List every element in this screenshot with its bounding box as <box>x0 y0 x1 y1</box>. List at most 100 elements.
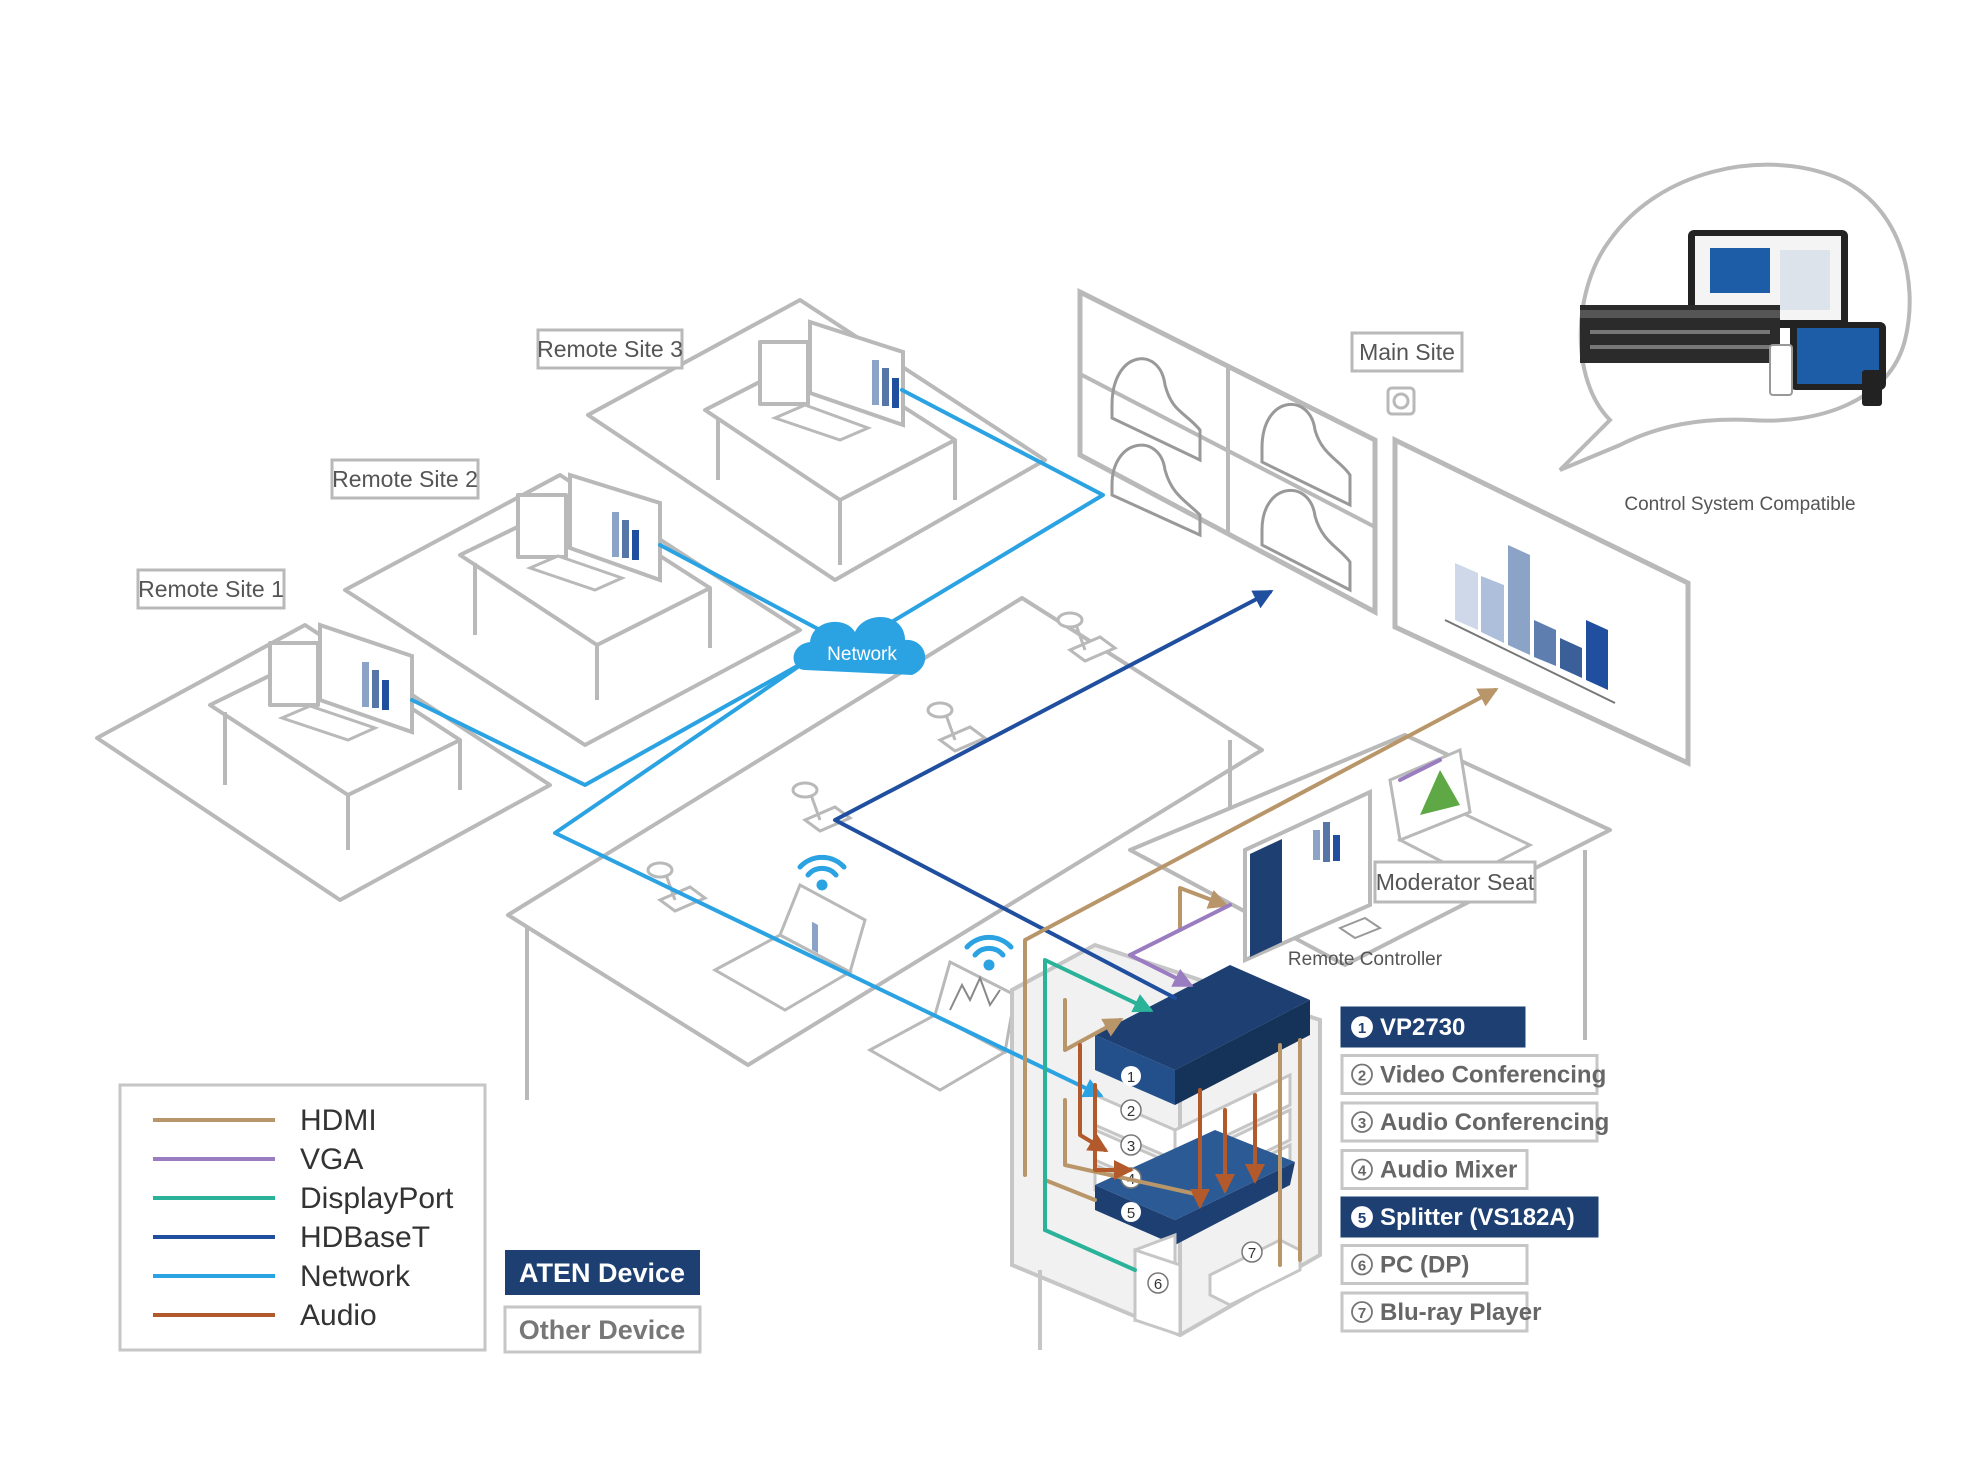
device-list-label: Video Conferencing <box>1380 1062 1606 1089</box>
site-1-screen-chart <box>362 662 389 710</box>
key-aten-device: ATEN Device <box>505 1250 700 1295</box>
equipment-rack: 1 2 3 4 5 6 7 <box>1010 942 1322 1350</box>
svg-text:Remote Site 3: Remote Site 3 <box>537 336 683 362</box>
svg-text:3: 3 <box>1127 1138 1135 1155</box>
control-touch-panel <box>1769 322 1886 406</box>
site-3-monitor <box>808 319 905 428</box>
legend-item: HDBaseT <box>153 1221 430 1254</box>
site-1-keyboard <box>277 704 380 742</box>
site-label-remote-3: Remote Site 3 <box>536 328 684 370</box>
svg-text:Moderator Seat: Moderator Seat <box>1376 869 1535 895</box>
svg-text:Other Device: Other Device <box>519 1315 686 1345</box>
site-2-screen-chart <box>612 512 639 560</box>
svg-text:1: 1 <box>1127 1069 1135 1086</box>
device-list: 1 VP2730 2 Video Conferencing 3 Audio Confere… <box>1340 1006 1609 1333</box>
svg-text:2: 2 <box>1127 1103 1135 1120</box>
wifi-icon <box>964 934 1014 971</box>
remote-controller-label: Remote Controller <box>1288 949 1443 970</box>
svg-text:ATEN Device: ATEN Device <box>519 1258 685 1288</box>
legend-label: Network <box>300 1260 411 1293</box>
svg-text:7: 7 <box>1248 1245 1256 1262</box>
hdmi-wires <box>1023 688 1499 1267</box>
site-1-pc-tower <box>268 641 320 707</box>
displayport-wires <box>1043 958 1154 1272</box>
device-list-label: Audio Mixer <box>1380 1157 1517 1184</box>
site-2-floor <box>343 473 802 747</box>
svg-text:Remote Site 2: Remote Site 2 <box>332 466 478 492</box>
projection-screen <box>1392 435 1691 767</box>
remote-site-2 <box>343 472 802 747</box>
device-list-label: Blu-ray Player <box>1380 1299 1541 1326</box>
control-hardware <box>1580 305 1780 363</box>
svg-text:Main Site: Main Site <box>1359 339 1455 365</box>
control-system-caption: Control System Compatible <box>1624 494 1855 515</box>
device-list-number: 2 <box>1358 1068 1366 1085</box>
laptop-1 <box>711 882 867 1012</box>
legend-item: DisplayPort <box>153 1182 454 1215</box>
remote-site-3 <box>586 298 1047 582</box>
legend-label: VGA <box>300 1143 363 1176</box>
hdbaset-wires <box>833 590 1274 1000</box>
projection-chart <box>1444 545 1616 704</box>
site-label-remote-1: Remote Site 1 <box>136 568 286 610</box>
device-list-item: 4 Audio Mixer <box>1340 1149 1529 1190</box>
site-3-floor <box>586 298 1047 582</box>
device-list-label: VP2730 <box>1380 1014 1465 1041</box>
legend-item: Network <box>153 1260 411 1293</box>
device-list-label: Audio Conferencing <box>1380 1109 1609 1136</box>
device-list-label: PC (DP) <box>1380 1252 1469 1279</box>
legend-label: HDMI <box>300 1104 377 1137</box>
device-list-number: 4 <box>1358 1163 1367 1180</box>
site-3-screen-chart <box>872 360 899 408</box>
device-list-item: 2 Video Conferencing <box>1340 1054 1606 1095</box>
remote-site-1 <box>95 622 552 902</box>
legend-item: HDMI <box>153 1104 377 1137</box>
wifi-icon <box>797 854 847 891</box>
device-list-item: 3 Audio Conferencing <box>1340 1101 1609 1143</box>
network-cloud: Network <box>793 617 926 675</box>
site-3-keyboard <box>770 403 873 442</box>
control-system-bubble: Control System Compatible <box>1558 162 1912 515</box>
site-label-remote-2: Remote Site 2 <box>330 458 480 500</box>
video-wall <box>1077 287 1378 617</box>
device-list-item: 7 Blu-ray Player <box>1340 1291 1541 1333</box>
network-wires <box>410 388 1105 1098</box>
microphones <box>646 611 1118 913</box>
device-list-item: 5 Splitter (VS182A) <box>1340 1196 1599 1238</box>
legend-label: HDBaseT <box>300 1221 430 1254</box>
device-list-number: 1 <box>1358 1020 1366 1037</box>
svg-text:Remote Site 1: Remote Site 1 <box>138 576 284 602</box>
moderator-desk <box>1128 733 1612 1040</box>
laptop-2 <box>866 959 1017 1092</box>
audio-wires <box>1078 1043 1265 1209</box>
conference-table <box>506 596 1264 1100</box>
svg-text:6: 6 <box>1154 1276 1162 1293</box>
video-wall-participants <box>1110 357 1352 593</box>
svg-text:5: 5 <box>1127 1205 1135 1222</box>
vga-wires <box>1128 758 1442 987</box>
site-3-pc-tower <box>758 340 810 406</box>
conference-table-top <box>506 596 1264 1067</box>
device-list-number: 6 <box>1358 1258 1366 1275</box>
site-1-floor <box>95 623 552 902</box>
rack-device-5 <box>1095 1130 1295 1245</box>
legend-item: VGA <box>153 1143 363 1176</box>
legend-label: DisplayPort <box>300 1182 454 1215</box>
device-list-number: 3 <box>1358 1115 1366 1132</box>
network-cloud-label: Network <box>827 644 897 665</box>
device-list-number: 7 <box>1358 1305 1366 1322</box>
device-list-label: Splitter (VS182A) <box>1380 1204 1575 1231</box>
site-label-main: Main Site <box>1350 331 1464 373</box>
legend-label: Audio <box>300 1299 377 1332</box>
key-other-device: Other Device <box>503 1305 702 1354</box>
remote-controller-icon <box>1337 916 1383 940</box>
legend-item: Audio <box>153 1299 377 1332</box>
device-list-item: 1 VP2730 <box>1340 1006 1526 1048</box>
device-list-item: 6 PC (DP) <box>1340 1244 1529 1285</box>
moderator-seat-label: Moderator Seat <box>1373 860 1537 904</box>
device-list-number: 5 <box>1358 1210 1366 1227</box>
camera-icon <box>1386 386 1416 416</box>
site-2-keyboard <box>525 554 627 592</box>
